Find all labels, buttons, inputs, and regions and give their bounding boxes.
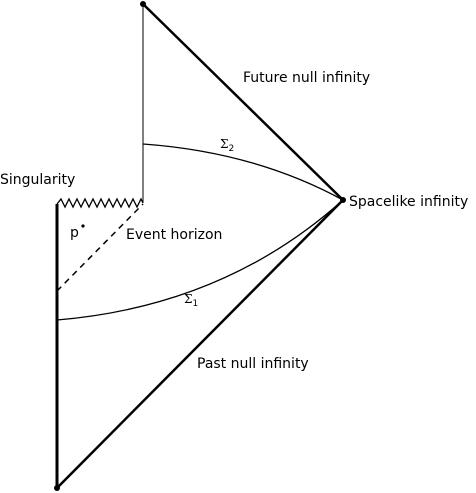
event-horizon-line xyxy=(56,203,144,292)
top-vertex-dot xyxy=(140,1,146,7)
singularity-label: Singularity xyxy=(0,172,75,188)
spacelike-infinity-label: Spacelike infinity xyxy=(349,194,468,210)
future-null-boundary xyxy=(142,3,344,201)
sigma-1-label: Σ1 xyxy=(184,292,198,309)
sigma-1-index: 1 xyxy=(192,299,198,309)
singularity-zigzag xyxy=(56,197,144,209)
sigma-1-surface xyxy=(56,199,344,321)
past-null-infinity-label: Past null infinity xyxy=(197,356,309,372)
event-horizon-label: Event horizon xyxy=(126,227,222,243)
sigma-2-index: 2 xyxy=(228,144,234,154)
bottom-vertex-dot xyxy=(54,485,60,491)
spacelike-infinity-dot xyxy=(340,197,346,203)
future-null-infinity-label: Future null infinity xyxy=(243,70,370,86)
point-p-label: p xyxy=(70,225,79,241)
point-p-dot xyxy=(81,224,85,228)
sigma-2-surface xyxy=(142,143,344,201)
sigma-2-symbol: Σ xyxy=(220,137,228,151)
sigma-1-symbol: Σ xyxy=(184,292,192,306)
past-null-boundary xyxy=(56,199,344,489)
sigma-2-label: Σ2 xyxy=(220,137,234,154)
